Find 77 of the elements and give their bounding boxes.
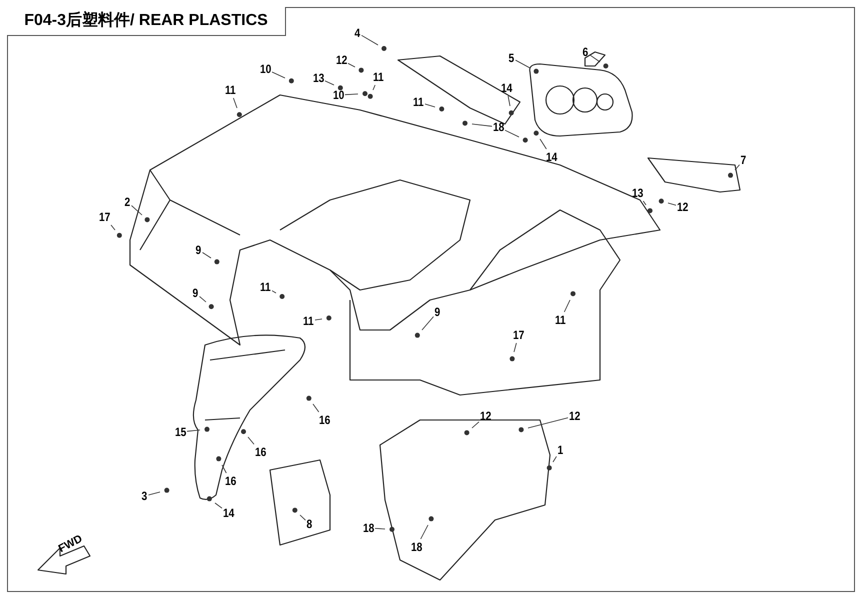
callout-number: 16 [225,474,236,488]
leader-line [734,164,740,170]
callout-number: 13 [632,186,644,200]
leader-line [564,300,570,312]
callout-number: 16 [319,413,330,427]
callout-number: 18 [411,540,422,554]
leader-line [324,80,334,86]
callout-number: 11 [302,314,314,328]
callout-number: 12 [677,200,688,214]
leader-line [222,464,227,474]
callout-number: 11 [372,70,384,84]
callout-number: 12 [569,409,580,423]
callout-number: 5 [508,51,514,65]
leader-line [552,456,557,462]
callout-number: 11 [412,95,424,109]
callout-number: 11 [224,83,236,97]
callout-number: 12 [336,53,348,67]
leader-line [186,430,200,432]
callout-number: 4 [354,26,360,40]
leader-line [528,417,568,428]
callout-number: 17 [513,328,524,342]
leader-line [372,84,376,90]
leader-line [472,421,480,428]
leader-line [472,124,492,127]
title: F04-3后塑料件/ REAR PLASTICS [7,7,286,36]
callout-number: 18 [493,120,504,134]
direction-label: FWD [56,532,84,556]
callout-number: 7 [740,153,746,167]
leader-line [110,224,116,230]
callout-number: 9 [192,286,198,300]
callout-number: 12 [480,409,492,423]
callout-number: 14 [223,506,234,520]
callout-number: 11 [260,280,271,294]
callout-number: 15 [175,425,186,439]
leader-line [508,96,510,106]
leader-line [199,296,206,302]
leader-line [420,524,428,540]
callout-number: 18 [363,521,374,535]
callout-number: 14 [546,150,558,164]
callout-number: 2 [124,195,130,209]
leader-line [514,342,517,352]
leader-line [422,316,434,330]
callout-number: 10 [260,62,272,76]
callout-number: 6 [582,45,588,59]
callout-number: 11 [554,313,566,327]
leader-line [272,290,276,294]
leader-line [668,202,676,206]
leader-line [540,138,547,150]
leader-line [642,200,646,206]
callout-number: 14 [501,81,512,95]
leader-line [589,54,600,62]
callout-number: 10 [333,88,344,102]
leader-line [248,436,254,445]
leader-line [214,502,222,509]
leader-line [148,492,160,496]
callout-number: 16 [255,445,266,459]
callout-number: 17 [99,210,110,224]
leader-line [361,34,378,46]
leader-line [272,72,286,78]
callout-number: 9 [434,305,440,319]
leader-line [233,98,238,108]
leader-line [504,130,520,138]
leader-line [314,318,322,320]
leader-line [424,104,436,108]
callout-number: 3 [142,489,148,503]
leader-line [202,252,212,258]
leader-line [312,404,320,412]
callout-number: 8 [306,517,312,531]
callout-number: 1 [558,443,564,457]
leader-line [300,514,306,521]
leader-line [344,94,358,96]
leader-line [348,63,356,68]
leader-line [374,528,386,530]
callout-number: 13 [313,71,324,85]
callout-number: 9 [196,243,202,257]
leader-line [515,60,530,68]
leader-line [131,205,142,216]
